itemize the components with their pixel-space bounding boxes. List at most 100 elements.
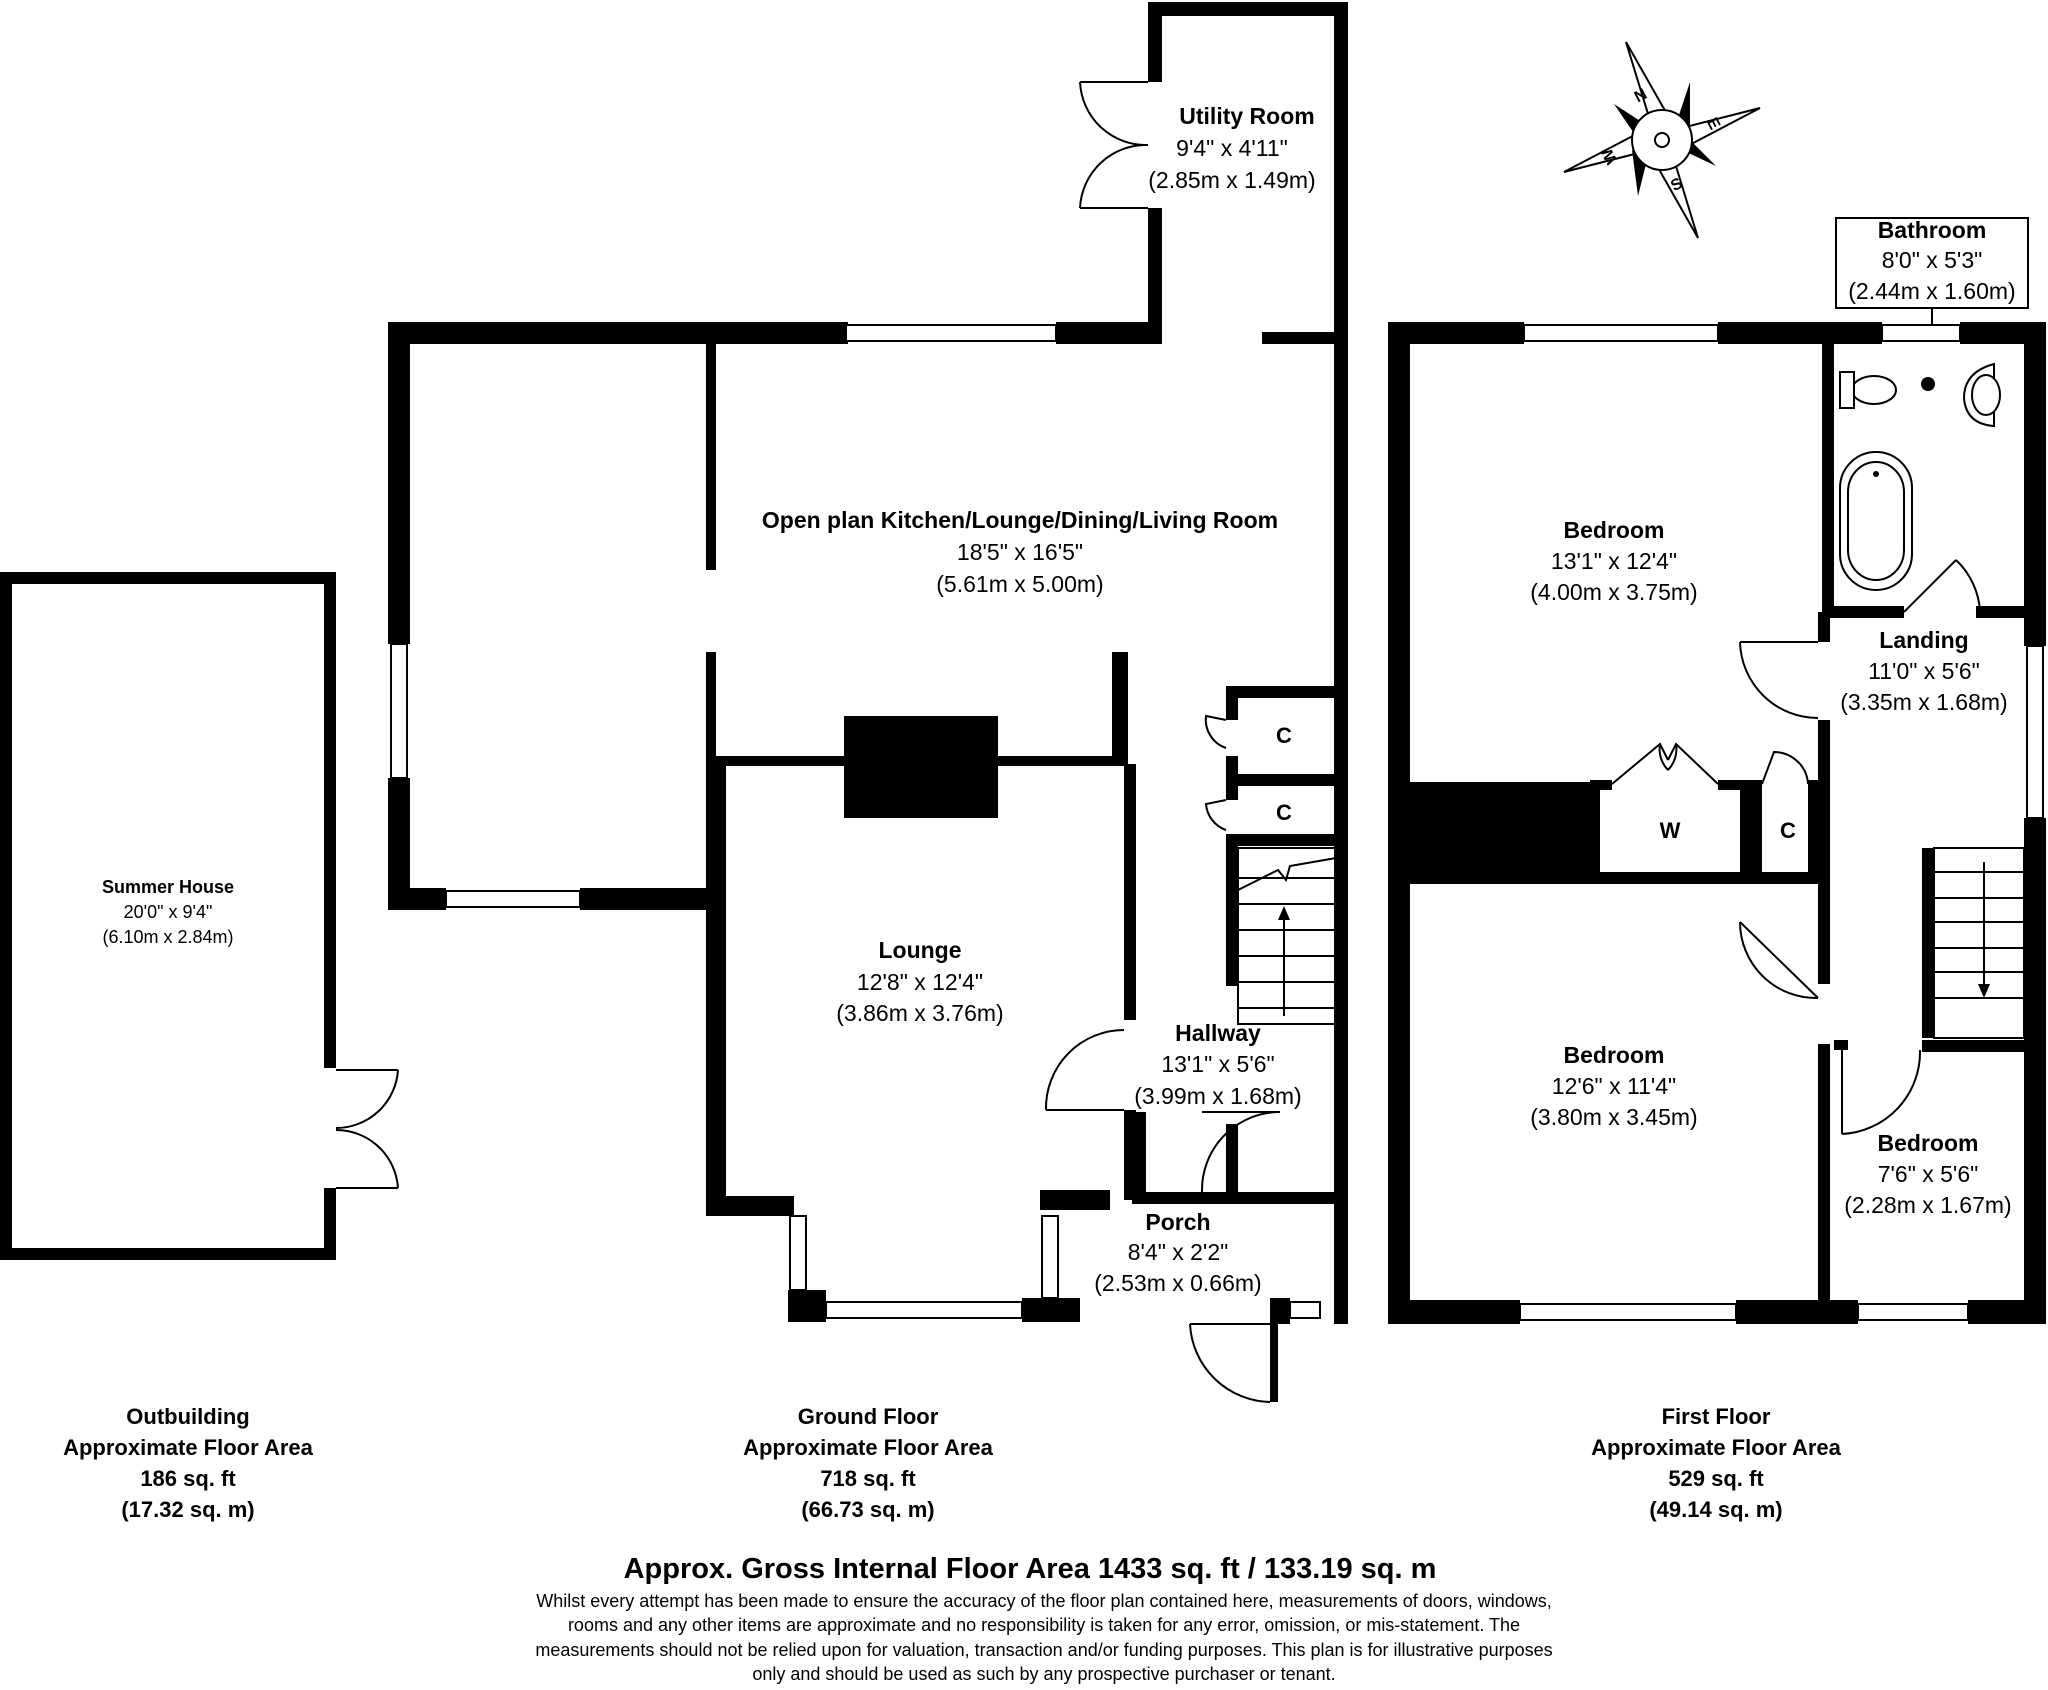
summer-house-wall — [0, 572, 336, 584]
disclaimer-line: rooms and any other items are approximat… — [568, 1615, 1520, 1635]
bedroom-wall — [1834, 1040, 1848, 1050]
disclaimer-line: only and should be used as such by any p… — [752, 1664, 1335, 1684]
summer-house-wall — [324, 572, 336, 1068]
first-floor-wall — [1718, 322, 1882, 344]
first-floor-plan — [1388, 322, 2046, 1324]
cupboard-label: C — [1276, 800, 1292, 825]
room-name: Open plan Kitchen/Lounge/Dining/Living R… — [762, 507, 1278, 533]
room-dimensions-imperial: 13'1" x 5'6" — [1161, 1051, 1274, 1077]
window — [1519, 1303, 1737, 1321]
porch-wall — [1270, 1298, 1278, 1402]
room-dimensions-metric: (3.35m x 1.68m) — [1840, 689, 2007, 715]
room-name: Bathroom — [1878, 217, 1987, 243]
room-dimensions-imperial: 9'4" x 4'11" — [1176, 135, 1288, 161]
partition-wall — [706, 344, 716, 570]
room-dimensions-metric: (2.28m x 1.67m) — [1844, 1192, 2011, 1218]
room-label-bathroom: Bathroom 8'0" x 5'3" (2.44m x 1.60m) — [1835, 217, 2029, 326]
bathroom-door — [1903, 559, 1981, 613]
room-label-utility: Utility Room 9'4" x 4'11" (2.85m x 1.49m… — [1148, 103, 1315, 193]
floor-subtitle: Approximate Floor Area — [63, 1435, 314, 1460]
hallway-wall — [1132, 1192, 1348, 1204]
room-label-bedroom-2: Bedroom 12'6" x 11'4" (3.80m x 3.45m) — [1530, 1042, 1697, 1130]
hallway-wall — [1226, 1124, 1238, 1198]
room-dimensions-metric: (3.99m x 1.68m) — [1134, 1083, 1301, 1109]
first-floor-wall — [1968, 1300, 2046, 1324]
bedroom-wall — [1410, 872, 1830, 884]
room-dimensions-imperial: 7'6" x 5'6" — [1878, 1161, 1979, 1187]
floor-area-sqft: 718 sq. ft — [820, 1466, 916, 1491]
room-label-hallway: Hallway 13'1" x 5'6" (3.99m x 1.68m) — [1134, 1020, 1301, 1109]
basin-icon — [1962, 362, 2001, 428]
summer-house-wall — [0, 572, 12, 1260]
chimney-breast — [844, 716, 998, 818]
room-label-porch: Porch 8'4" x 2'2" (2.53m x 0.66m) — [1094, 1209, 1261, 1296]
first-floor-wall — [1388, 1300, 1520, 1324]
utility-wall — [1334, 2, 1348, 704]
room-dimensions-imperial: 12'6" x 11'4" — [1552, 1073, 1676, 1099]
floor-title: Outbuilding — [126, 1404, 249, 1429]
room-dimensions-imperial: 11'0" x 5'6" — [1868, 658, 1980, 684]
floor-area-first: First Floor Approximate Floor Area 529 s… — [1591, 1404, 1842, 1522]
window — [1523, 324, 1719, 342]
window — [2026, 645, 2044, 819]
floor-area-ground: Ground Floor Approximate Floor Area 718 … — [743, 1404, 994, 1522]
hallway-wall — [1134, 1112, 1146, 1198]
compass-rose: N E S W — [1563, 41, 1761, 239]
partition-wall — [1112, 652, 1128, 766]
window — [1041, 1215, 1059, 1299]
chimney-breast — [1410, 782, 1590, 874]
partition-wall — [706, 652, 716, 760]
open-plan-wall — [580, 888, 712, 910]
window — [845, 324, 1057, 342]
room-dimensions-metric: (5.61m x 5.00m) — [936, 571, 1103, 597]
open-plan-wall — [388, 888, 446, 910]
room-name: Bedroom — [1564, 517, 1665, 543]
ground-floor-plan — [388, 2, 1348, 1403]
cupboard-wall — [1226, 774, 1346, 786]
bedroom-door — [1739, 921, 1819, 1000]
lounge-wall — [706, 1196, 794, 1216]
bathtub-icon — [1839, 451, 1913, 591]
room-dimensions-imperial: 12'8" x 12'4" — [857, 969, 983, 995]
cupboard-label: C — [1276, 723, 1292, 748]
total-floor-area: Approx. Gross Internal Floor Area 1433 s… — [624, 1553, 1437, 1585]
room-label-summer-house: Summer House 20'0" x 9'4" (6.10m x 2.84m… — [102, 877, 234, 947]
open-plan-wall — [1056, 322, 1162, 344]
disclaimer-line: Whilst every attempt has been made to en… — [536, 1591, 1552, 1611]
open-plan-wall — [388, 322, 410, 644]
room-name: Summer House — [102, 877, 234, 897]
porch-door — [1189, 1323, 1271, 1403]
window — [1881, 324, 1961, 342]
summer-house-wall — [324, 1188, 336, 1260]
summer-house-double-door — [335, 1069, 399, 1189]
room-label-bedroom-3: Bedroom 7'6" x 5'6" (2.28m x 1.67m) — [1844, 1130, 2011, 1218]
cupboard-wall — [1226, 834, 1346, 846]
room-name: Lounge — [878, 937, 961, 963]
room-name: Landing — [1879, 627, 1968, 653]
staircase — [1237, 847, 1337, 1025]
bedroom-wall — [1922, 1040, 2024, 1052]
first-floor-wall — [1388, 322, 1524, 344]
bedroom-door — [1841, 1049, 1922, 1135]
landing-wall — [1818, 1044, 1830, 1304]
floor-title: First Floor — [1662, 1404, 1771, 1429]
cupboard-wall — [1226, 686, 1346, 698]
staircase — [1922, 847, 2025, 1039]
room-dimensions-imperial: 18'5" x 16'5" — [957, 539, 1083, 565]
cupboard-wall — [1226, 686, 1238, 720]
wardrobe-label: W — [1660, 818, 1681, 843]
first-floor-wall — [1736, 1300, 1858, 1324]
floor-title: Ground Floor — [798, 1404, 939, 1429]
room-dimensions-metric: (4.00m x 3.75m) — [1530, 579, 1697, 605]
floor-subtitle: Approximate Floor Area — [1591, 1435, 1842, 1460]
room-dimensions-imperial: 20'0" x 9'4" — [124, 902, 213, 922]
toilet-icon — [1839, 371, 1897, 409]
room-dimensions-metric: (2.53m x 0.66m) — [1094, 1270, 1261, 1296]
window — [825, 1301, 1023, 1319]
window — [390, 643, 408, 779]
floor-area-sqm: (66.73 sq. m) — [801, 1497, 934, 1522]
room-label-open-plan: Open plan Kitchen/Lounge/Dining/Living R… — [762, 507, 1278, 597]
lounge-door — [1044, 1029, 1125, 1111]
room-dimensions-metric: (3.80m x 3.45m) — [1530, 1104, 1697, 1130]
